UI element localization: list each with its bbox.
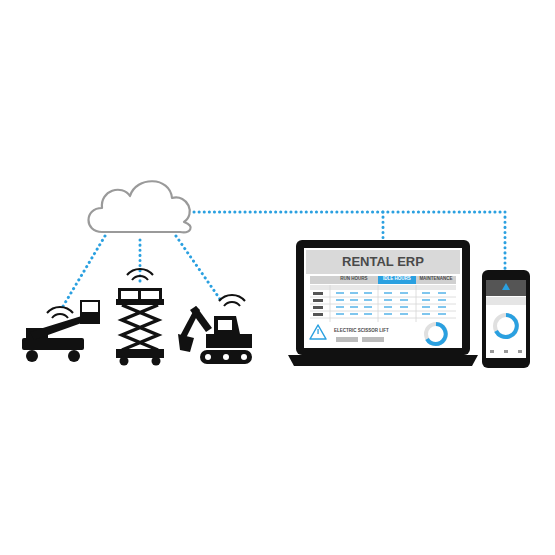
device-caption: ELECTRIC SCISSOR LIFT [334,329,414,334]
scissor-lift-icon [116,269,164,366]
erp-table [310,276,456,344]
screen-title: RENTAL ERP [306,250,460,274]
table-header: RUN HOURS [330,277,378,282]
table-header: MAINTENANCE [416,277,456,282]
screen-panel: RENTAL ERP [304,248,462,276]
excavator-icon [178,295,252,364]
table-header: IDLE HOURS [378,277,416,282]
boom-lift-icon [22,300,100,362]
phone-icon [482,270,530,368]
cloud-icon [89,181,191,232]
laptop-icon [288,240,478,366]
